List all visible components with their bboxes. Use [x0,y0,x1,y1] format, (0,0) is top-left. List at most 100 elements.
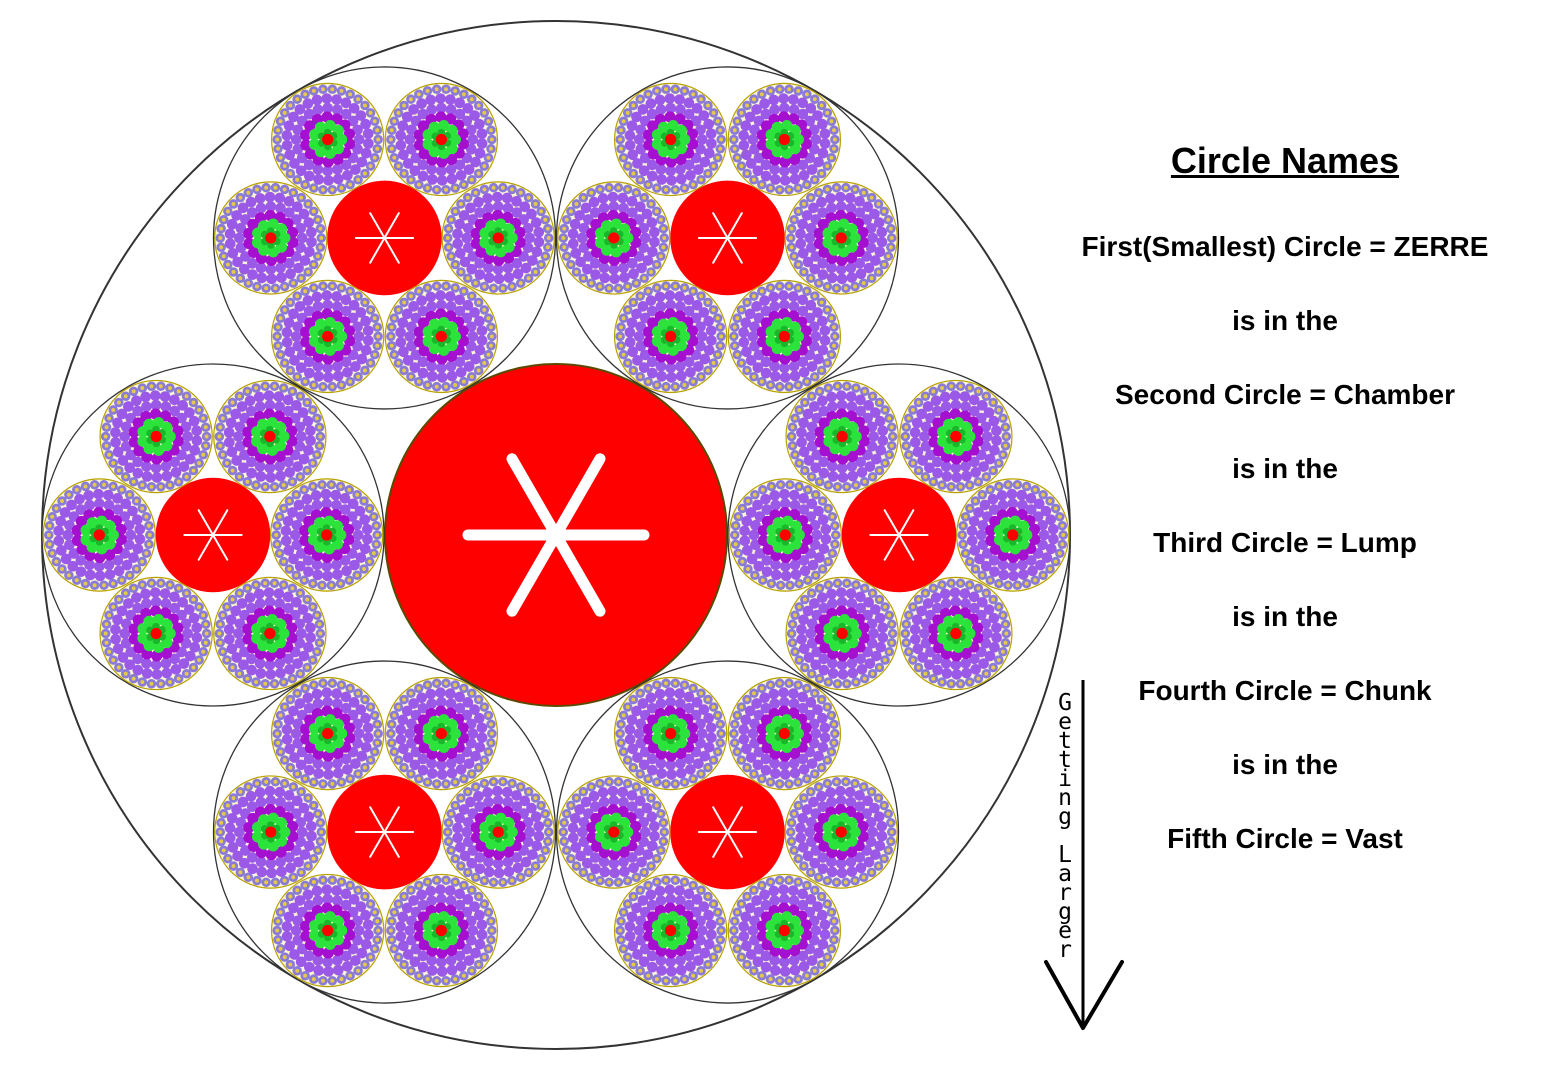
dot [988,612,1000,624]
dot [950,399,962,411]
zerre-core [950,430,962,443]
dot [826,202,837,214]
dot [416,692,427,704]
dot [811,529,823,541]
dot [1007,498,1019,509]
dot [191,435,203,446]
dot [686,919,698,931]
zerre-core [265,826,277,838]
dot [502,202,514,214]
dot [351,519,362,531]
dot [465,124,477,136]
dot [797,218,808,230]
dot [869,789,874,794]
dot [522,242,534,253]
dot [150,659,162,671]
dot [318,226,323,231]
dot [974,553,985,565]
dot [787,284,791,289]
dot [368,758,373,763]
dot [396,758,401,763]
dot [94,570,106,582]
dot [330,878,335,883]
dot [805,697,817,708]
dot [342,366,353,378]
dot [263,408,275,420]
dot [779,966,791,977]
dot [539,209,544,214]
dot [770,965,781,976]
dot [332,955,343,966]
dot [159,588,171,599]
dot [546,235,551,240]
dot [797,484,802,489]
dot [751,771,756,776]
dot [324,344,336,356]
dot [655,360,667,372]
dot [869,208,880,220]
dot [489,937,493,942]
dot [627,346,638,358]
dot [352,737,363,749]
asterisk-stroke [712,212,743,264]
dot [225,856,230,861]
dot [408,301,419,312]
dot [276,325,280,330]
dot [289,752,300,763]
dot [235,222,247,234]
dot [976,389,981,394]
dot [932,664,943,676]
dot [512,268,524,280]
dot [788,698,800,710]
dot [1000,613,1005,618]
dot [975,609,987,621]
dot [476,919,488,931]
dot [311,291,323,303]
dot [699,294,704,299]
dot [119,487,124,492]
dot [332,104,343,115]
dot [788,489,800,501]
dot [683,691,695,703]
dot [482,781,487,786]
dot [806,222,817,234]
dot [482,955,487,960]
dot [348,379,353,384]
dot [336,330,348,343]
dot [768,291,780,303]
dot [790,640,795,645]
dot [225,209,230,214]
dot [832,731,837,736]
dot [683,950,695,962]
dot [806,817,817,828]
dot [353,331,365,342]
dot [289,158,300,169]
dot [789,226,794,231]
dot [814,623,826,635]
dot [149,605,162,617]
dot [444,384,448,389]
dot [805,511,817,522]
dot [292,915,304,927]
dot [449,924,461,937]
dot [169,394,180,406]
dot [482,307,487,312]
dot [143,615,155,627]
dot [310,461,315,466]
dot [744,902,756,914]
dot [125,529,137,541]
dot [590,812,602,825]
dot [812,704,823,715]
dot [568,856,573,861]
dot [422,129,434,141]
dot [352,915,363,927]
dot [465,796,476,808]
dot [589,258,601,269]
dot [626,258,638,269]
dot [699,771,704,776]
dot [247,642,259,654]
dot [771,740,783,752]
dot [258,838,270,850]
dot [376,334,381,339]
dot [744,705,756,717]
